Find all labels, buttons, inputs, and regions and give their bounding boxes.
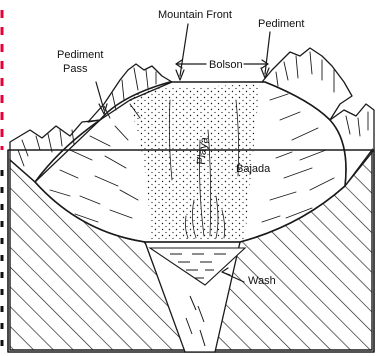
left-margin-stripe	[0, 0, 4, 356]
label-bolson: Bolson	[209, 59, 243, 71]
label-mountain-front: Mountain Front	[158, 9, 232, 21]
label-pediment-pass-line1: Pediment	[57, 49, 103, 61]
mountain-right	[262, 48, 352, 120]
label-pediment-pass-line2: Pass	[63, 63, 88, 75]
label-bajada: Bajada	[236, 163, 271, 175]
mountain-front-leader	[180, 24, 188, 76]
label-wash: Wash	[248, 275, 276, 287]
pediment-strokes-left	[50, 104, 140, 222]
bolson-basin	[35, 82, 346, 242]
label-pediment: Pediment	[258, 18, 304, 30]
